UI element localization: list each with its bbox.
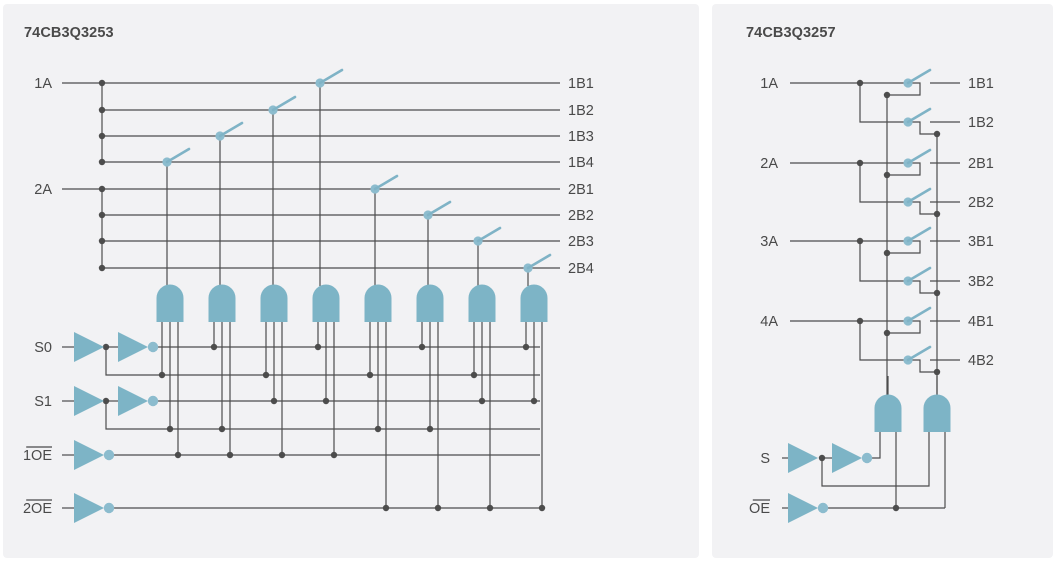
panel-title-right: 74CB3Q3257 [746,25,836,41]
panel-74cb3q3257 [712,4,1053,558]
panel-74cb3q3253 [3,4,699,558]
panel-title-left: 74CB3Q3253 [24,25,114,41]
